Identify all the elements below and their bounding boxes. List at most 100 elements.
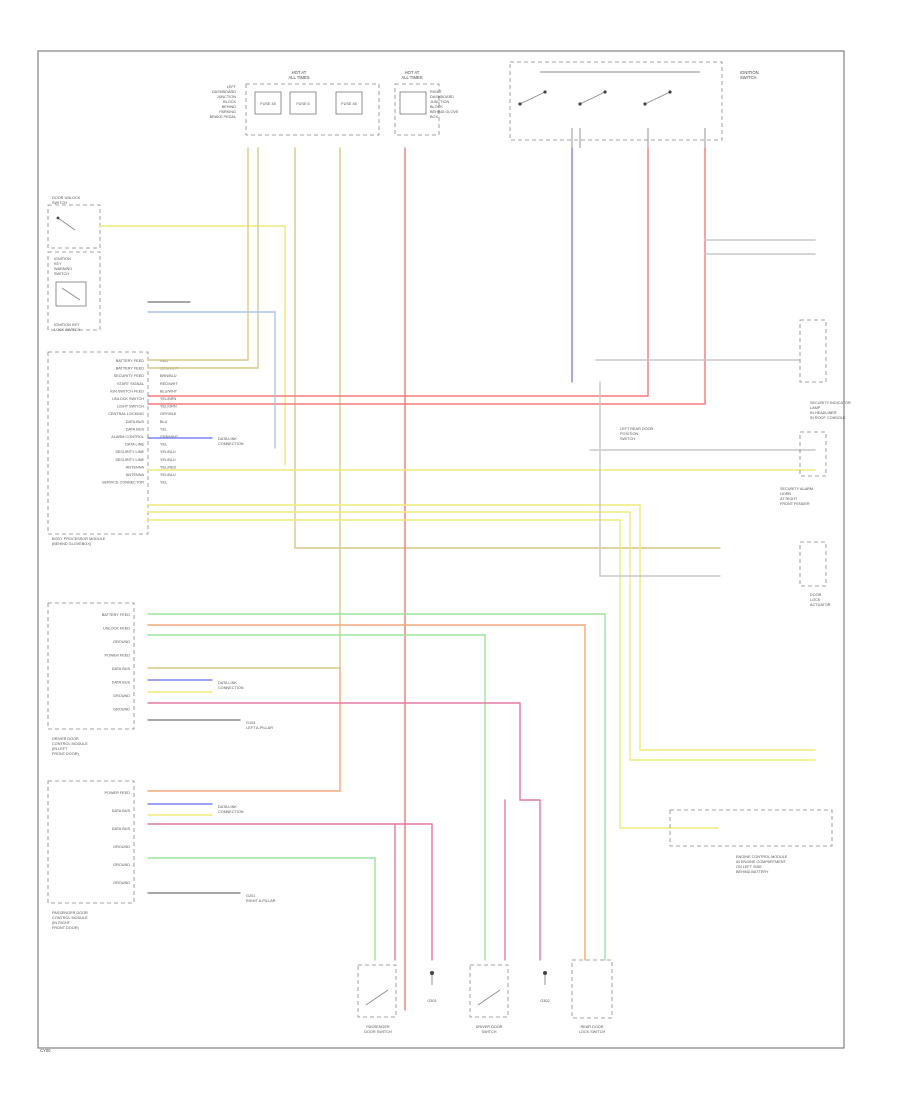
central-pin-label: BATTERY FEED <box>116 367 145 371</box>
central-pin-label: ANTENNA <box>126 465 145 469</box>
fuse-6-label: FUSE 6 <box>296 102 309 106</box>
passenger-pin-label: GROUND <box>113 863 130 867</box>
fuse-46-label: FUSE 46 <box>341 102 356 106</box>
central-pin-label: START SIGNAL <box>117 382 144 386</box>
central-pin-label: SERVICE CONNECTOR <box>102 481 144 485</box>
passenger-pin-label: POWER FEED <box>104 791 130 795</box>
wires <box>99 147 816 1011</box>
wire-lightblue-1 <box>147 311 276 449</box>
wire-green-3 <box>147 857 376 961</box>
diagram-frame <box>37 50 845 1049</box>
wire-tan-3 <box>294 147 721 549</box>
central-pin-label: BATTERY FEED <box>116 359 145 363</box>
driver-pin-label: GROUND <box>113 694 130 698</box>
wire-red-1 <box>147 147 649 397</box>
wire-pink-2 <box>147 823 396 961</box>
wire-tan-1 <box>147 147 249 361</box>
wire-green-2 <box>147 634 486 961</box>
passenger-module-pins: POWER FEED DATA BUS DATA BUS GROUND GROUND GR… <box>104 791 130 885</box>
central-wire-color-label: BLU/WHT <box>160 389 178 393</box>
central-wire-color-label: YEL/BLU <box>160 458 176 462</box>
wire-green-1 <box>147 613 606 961</box>
central-wire-color-label: YEL/BLU <box>160 473 176 477</box>
wire-yellow-unlock <box>99 225 286 466</box>
central-pin-label: ANTENNA <box>126 473 145 477</box>
central-pin-label: DATA LINE <box>125 443 144 447</box>
passenger-pin-label: GROUND <box>113 881 130 885</box>
central-wire-color-label: YEL/GRN <box>160 405 177 409</box>
central-wire-color-label: BRN/BLU <box>160 374 177 378</box>
driver-pin-label: UNLOCK FEED <box>103 627 130 631</box>
driver-pin-label: GROUND <box>113 708 130 712</box>
central-wire-color-label: YEL/BLU <box>160 450 176 454</box>
driver-pin-label: DATA BUS <box>112 667 131 671</box>
driver-pin-label: DATA BUS <box>112 681 131 685</box>
central-wire-color-label: GRN/WHT <box>160 435 179 439</box>
passenger-pin-label: DATA BUS <box>112 827 131 831</box>
driver-module-pins: BATTERY FEED UNLOCK FEED GROUND POWER FEED D… <box>102 613 131 712</box>
wire-yellow-4 <box>147 511 816 761</box>
wire-tan-2 <box>147 147 259 369</box>
central-pin-label: IGN SWITCH FEED <box>110 389 144 393</box>
fuse-45-label: FUSE 45 <box>260 102 275 106</box>
ground-label-g302: G302 <box>540 999 549 1003</box>
central-wire-color-label: BLU <box>160 420 168 424</box>
central-module-pins: BATTERY FEED RED BATTERY FEED GRN/WHT SECURI… <box>102 359 179 485</box>
central-pin-label: UNLOCK SWITCH <box>112 397 144 401</box>
central-wire-color-label: GRY/BLK <box>160 412 177 416</box>
wire-orange-1 <box>147 624 586 961</box>
driver-pin-label: GROUND <box>113 640 130 644</box>
central-pin-label: SECURITY LINE <box>115 450 144 454</box>
central-wire-color-label: RED/WHT <box>160 382 178 386</box>
central-pin-label: LIGHT SWITCH <box>117 405 144 409</box>
central-pin-label: ALARM CONTROL <box>111 435 144 439</box>
central-pin-label: DATA BUS <box>126 420 145 424</box>
central-pin-label: DATA BUS <box>126 427 145 431</box>
central-wire-color-label: RED <box>160 359 168 363</box>
central-pin-label: CENTRAL LOCKING <box>108 412 144 416</box>
central-wire-color-label: YEL <box>160 427 167 431</box>
central-wire-color-label: YEL <box>160 443 167 447</box>
wire-yellow-3 <box>147 504 816 751</box>
driver-pin-label: BATTERY FEED <box>102 613 131 617</box>
passenger-pin-label: GROUND <box>113 845 130 849</box>
wire-pink-1 <box>147 702 541 961</box>
wire-red-2 <box>147 147 706 405</box>
wire-pink-3 <box>394 823 433 961</box>
central-pin-label: SECURITY LINE <box>115 458 144 462</box>
footer-code: CY00 <box>40 1048 51 1053</box>
ground-label-g301: G301 <box>427 999 436 1003</box>
wire-grey-3 <box>599 381 721 577</box>
central-wire-color-label: YEL/RED <box>160 465 177 469</box>
wire-yellow-5 <box>147 519 719 829</box>
passenger-pin-label: DATA BUS <box>112 809 131 813</box>
driver-pin-label: POWER FEED <box>104 654 130 658</box>
central-pin-label: SECURITY FEED <box>114 374 145 378</box>
